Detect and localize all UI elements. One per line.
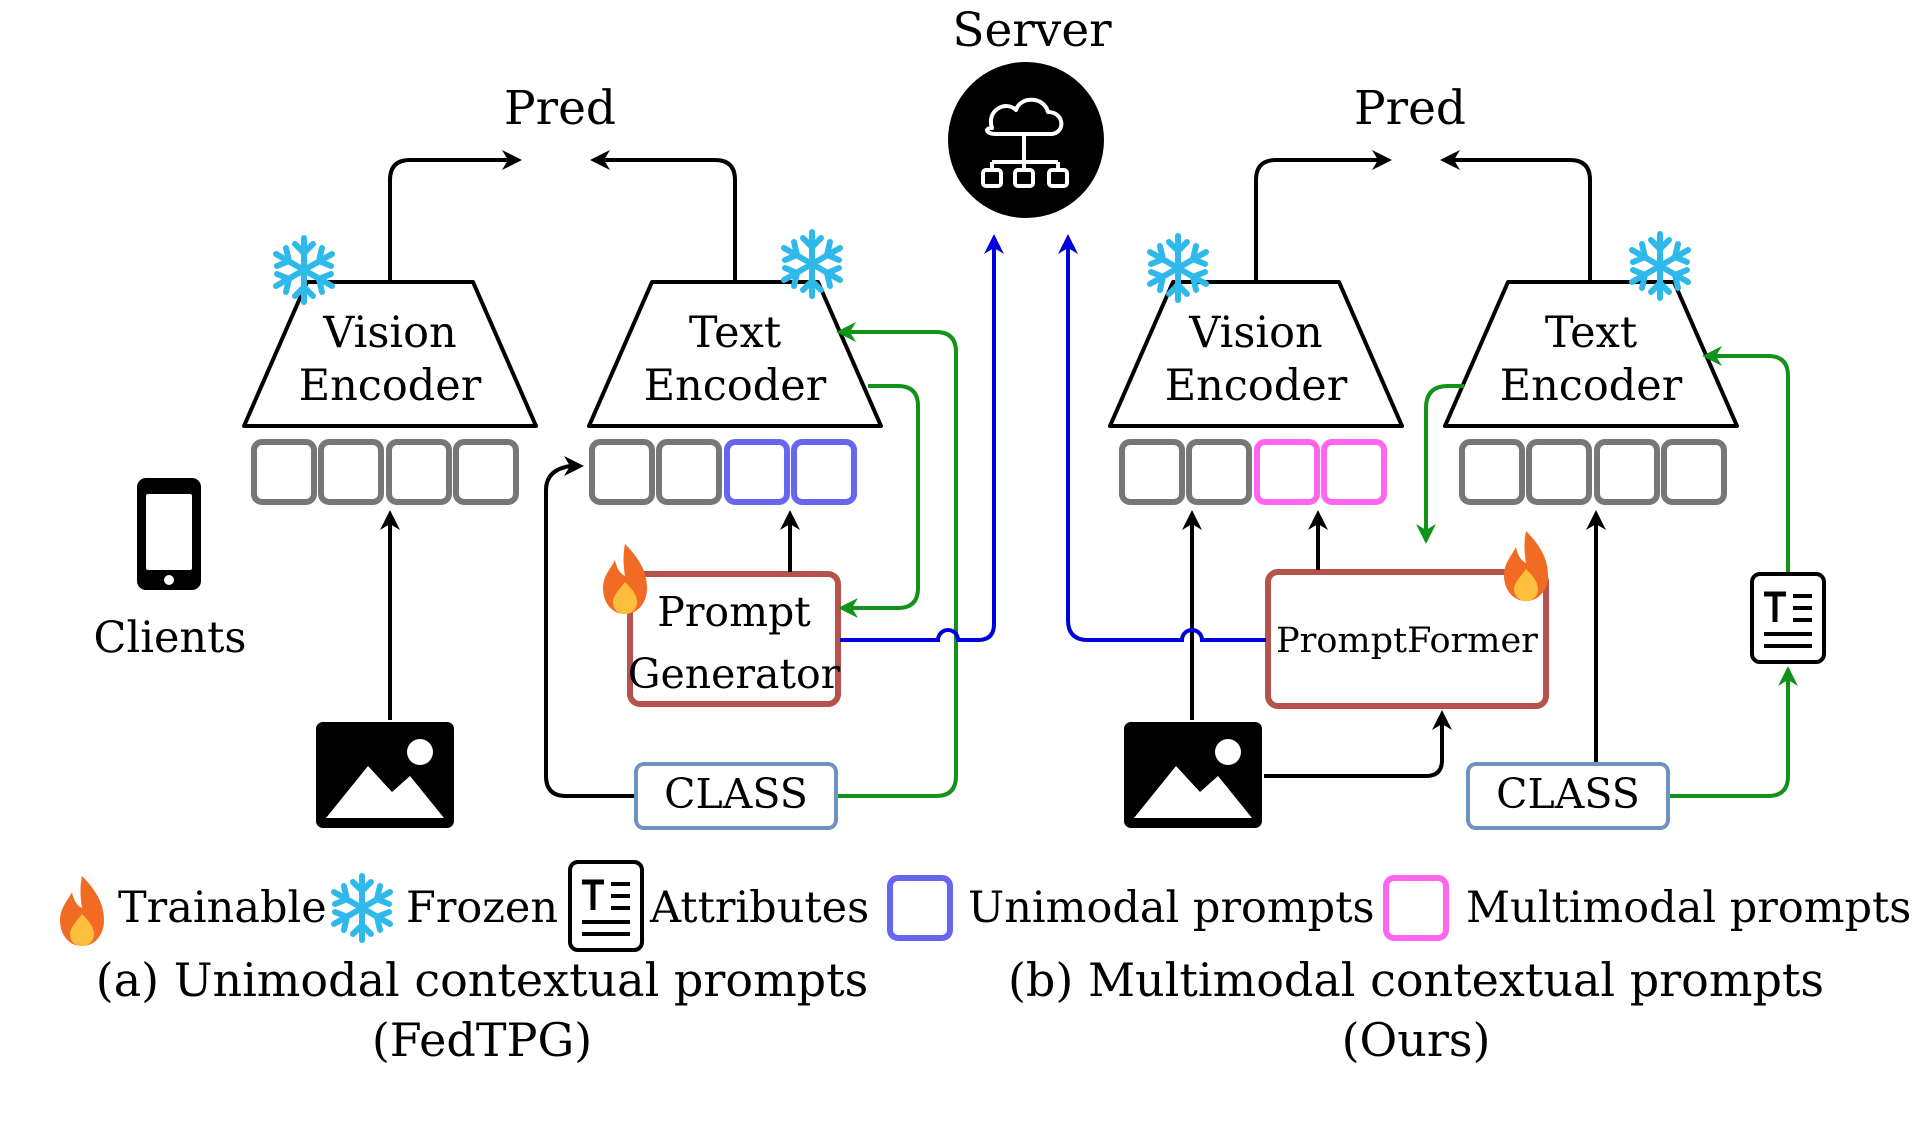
token bbox=[1459, 439, 1525, 505]
vision-to-pred-arrow-a bbox=[388, 150, 522, 280]
generator-to-server-blue-arrow bbox=[840, 234, 1004, 642]
token bbox=[453, 439, 519, 505]
token bbox=[251, 439, 317, 505]
token bbox=[1661, 439, 1727, 505]
document-icon bbox=[570, 862, 642, 950]
legend-item-unimodal: Unimodal prompts bbox=[887, 875, 1375, 941]
panel-a: Pred Vision Encoder Text Encoder bbox=[242, 81, 1004, 830]
text-tokens-b bbox=[1459, 439, 1727, 505]
text-to-pred-arrow-a bbox=[590, 150, 737, 280]
snowflake-icon bbox=[784, 232, 840, 296]
promptformer-to-server-blue-arrow bbox=[1058, 234, 1266, 642]
caption-b-line1: (b) Multimodal contextual prompts bbox=[1008, 953, 1824, 1007]
token bbox=[656, 439, 722, 505]
token bbox=[1594, 439, 1660, 505]
prompt-generator-line1: Prompt bbox=[657, 588, 811, 636]
fire-icon bbox=[603, 544, 647, 614]
server-label: Server bbox=[952, 3, 1112, 58]
snowflake-icon bbox=[1150, 236, 1206, 300]
caption-b-line2: (Ours) bbox=[1342, 1013, 1491, 1067]
class-box-a: CLASS bbox=[634, 762, 838, 830]
vision-to-pred-arrow-b bbox=[1254, 150, 1392, 280]
legend-label: Attributes bbox=[649, 883, 869, 933]
pred-label-b: Pred bbox=[1354, 81, 1466, 136]
snowflake-icon bbox=[1632, 234, 1688, 298]
token bbox=[318, 439, 384, 505]
legend-label: Frozen bbox=[406, 883, 558, 933]
legend-label: Trainable bbox=[118, 883, 327, 933]
legend-item-multimodal: Multimodal prompts bbox=[1383, 875, 1911, 941]
token bbox=[589, 439, 655, 505]
document-icon bbox=[1752, 574, 1824, 662]
image-to-promptformer-arrow bbox=[1264, 710, 1452, 778]
vision-encoder-b: Vision Encoder bbox=[1108, 280, 1404, 428]
multimodal-prompt-token bbox=[1321, 439, 1387, 505]
vision-encoder-a: Vision Encoder bbox=[242, 280, 538, 428]
token bbox=[386, 439, 452, 505]
image-icon bbox=[1124, 722, 1262, 828]
vision-encoder-a-line1: Vision bbox=[322, 308, 456, 358]
fire-icon bbox=[1504, 531, 1548, 601]
panel-b: Pred Vision Encoder Text Encoder bbox=[1058, 81, 1824, 830]
vision-tokens-b bbox=[1119, 439, 1387, 505]
text-encoder-a-line1: Text bbox=[689, 308, 781, 358]
fire-icon bbox=[60, 876, 104, 946]
smartphone-icon bbox=[137, 478, 201, 590]
image-icon bbox=[316, 722, 454, 828]
multimodal-prompt-token bbox=[1254, 439, 1320, 505]
class-to-text-arrow-a bbox=[544, 456, 634, 798]
pink-square-icon bbox=[1383, 875, 1449, 941]
snowflake-icon bbox=[276, 238, 332, 302]
legend-item-frozen: Frozen bbox=[334, 876, 558, 940]
promptformer-label: PromptFormer bbox=[1276, 621, 1538, 661]
prompt-generator: Prompt Generator bbox=[627, 571, 841, 707]
vision-encoder-b-line2: Encoder bbox=[1165, 361, 1348, 411]
text-encoder-a: Text Encoder bbox=[587, 280, 883, 428]
promptformer: PromptFormer bbox=[1265, 569, 1549, 709]
prompt-generator-line2: Generator bbox=[628, 650, 841, 698]
clients-label: Clients bbox=[94, 613, 247, 663]
unimodal-prompt-token bbox=[791, 439, 857, 505]
text-encoder-a-line2: Encoder bbox=[644, 361, 827, 411]
legend-item-trainable: Trainable bbox=[60, 876, 327, 946]
legend-item-attributes: Attributes bbox=[570, 862, 869, 950]
text-tokens-a bbox=[589, 439, 857, 505]
snowflake-icon bbox=[334, 876, 390, 940]
class-to-text-encoder-green-arrow bbox=[836, 322, 958, 798]
token bbox=[1119, 439, 1185, 505]
class-label-a: CLASS bbox=[664, 770, 808, 818]
text-encoder-b-line2: Encoder bbox=[1500, 361, 1683, 411]
legend-label: Unimodal prompts bbox=[968, 883, 1375, 933]
vision-encoder-b-line1: Vision bbox=[1188, 308, 1322, 358]
unimodal-prompt-token bbox=[724, 439, 790, 505]
text-encoder-to-generator-green-arrow bbox=[838, 384, 920, 618]
pred-label-a: Pred bbox=[504, 81, 616, 136]
cloud-network-icon bbox=[948, 62, 1104, 218]
caption-a-line1: (a) Unimodal contextual prompts bbox=[96, 953, 868, 1007]
attributes-to-text-encoder-green-arrow bbox=[1702, 346, 1790, 572]
vision-encoder-a-line2: Encoder bbox=[299, 361, 482, 411]
token bbox=[1186, 439, 1252, 505]
legend: Trainable Frozen Attributes Unimodal pro… bbox=[60, 862, 1911, 950]
blue-square-icon bbox=[887, 875, 953, 941]
text-encoder-to-promptformer-green-arrow bbox=[1416, 384, 1464, 544]
class-box-b: CLASS bbox=[1466, 762, 1670, 830]
class-label-b: CLASS bbox=[1496, 770, 1640, 818]
class-to-attributes-green-arrow bbox=[1670, 666, 1798, 798]
vision-tokens-a bbox=[251, 439, 519, 505]
text-to-pred-arrow-b bbox=[1440, 150, 1592, 280]
text-encoder-b: Text Encoder bbox=[1443, 280, 1739, 428]
caption-a-line2: (FedTPG) bbox=[372, 1013, 592, 1067]
legend-label: Multimodal prompts bbox=[1466, 883, 1911, 933]
token bbox=[1526, 439, 1592, 505]
text-encoder-b-line1: Text bbox=[1545, 308, 1637, 358]
